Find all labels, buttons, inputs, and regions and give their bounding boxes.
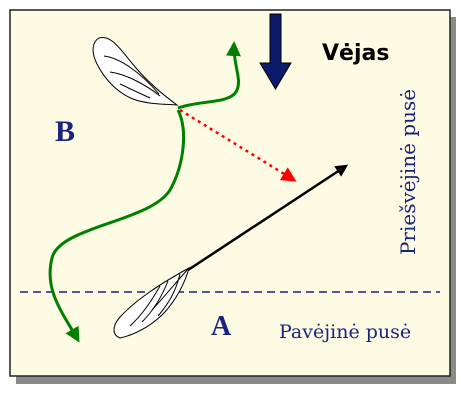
point-b-label: B	[55, 115, 76, 148]
green-path-top	[177, 41, 241, 110]
red-dotted-arrow	[179, 108, 297, 182]
boat-b-icon	[92, 36, 179, 106]
wind-label: Vėjas	[322, 41, 390, 66]
green-path-main	[48, 109, 186, 343]
windward-side-label: Priešvėjinė pusė	[396, 88, 420, 256]
black-course-arrow	[184, 164, 349, 274]
frame	[9, 9, 451, 377]
wind-arrow-icon	[259, 13, 292, 90]
boat-a-icon	[113, 266, 190, 339]
point-a-label: A	[211, 311, 232, 342]
leeward-side-label: Pavėjinė pusė	[279, 321, 412, 343]
